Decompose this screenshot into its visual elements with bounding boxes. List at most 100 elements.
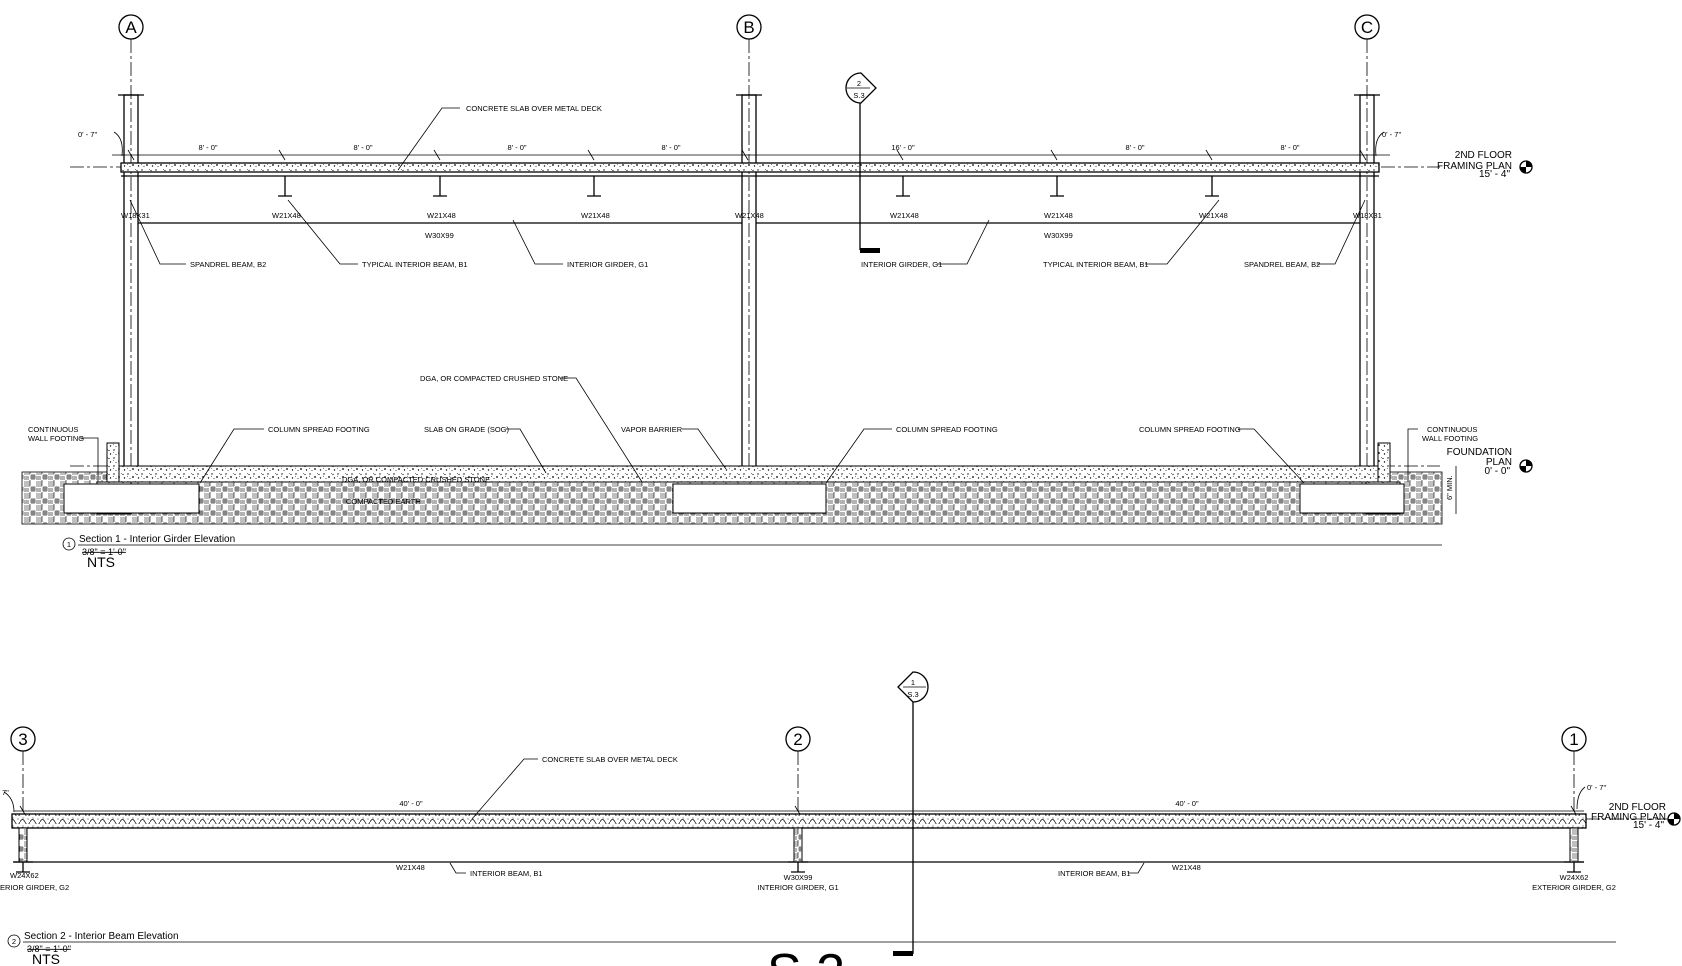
section-marker-1-sheet: S.3: [907, 690, 918, 699]
section-2-labels: CONCRETE SLAB OVER METAL DECK W24X62 ERI…: [0, 755, 1616, 892]
dim2-edge-right: 0' - 7": [1587, 783, 1606, 792]
section-2-title: Section 2 - Interior Beam Elevation: [24, 931, 179, 942]
dim-7: 8' - 0": [1280, 143, 1299, 152]
dim2-2: 40' - 0": [1175, 799, 1199, 808]
label-dga-inline: DGA, OR COMPACTED CRUSHED STONE: [342, 475, 490, 484]
label2-beam-tag-left: W21X48: [396, 863, 425, 872]
beam-tag-7: W21X48: [1199, 211, 1228, 220]
beam-tag-1: W21X48: [272, 211, 301, 220]
beam-tag-2: W21X48: [427, 211, 456, 220]
beam-tags: W18X31 W21X48 W21X48 W21X48 W21X48 W21X4…: [121, 211, 1382, 240]
label2-slab-deck: CONCRETE SLAB OVER METAL DECK: [542, 755, 678, 764]
sheet-number: S.2: [767, 944, 845, 966]
beam-tag-spandrel-right: W18X31: [1353, 211, 1382, 220]
label2-mid-name: INTERIOR GIRDER, G1: [757, 883, 838, 892]
label-min-depth: 6" MIN.: [1445, 475, 1454, 500]
level-2nd-floor-elev: 15' - 4": [1479, 169, 1510, 180]
label-dga: DGA, OR COMPACTED CRUSHED STONE: [420, 374, 568, 383]
section-1-nts: NTS: [87, 554, 115, 570]
label-column-footing-3: COLUMN SPREAD FOOTING: [1139, 425, 1241, 434]
section-1-title-block: 1 Section 1 - Interior Girder Elevation …: [62, 534, 1442, 570]
floor-slab-2: [11, 813, 1587, 829]
grid-label-1: 1: [1569, 730, 1578, 749]
section-1-scale: 3/8" = 1'-0": [82, 547, 126, 557]
level-marker-second-floor: 2ND FLOOR FRAMING PLAN 15' - 4": [1437, 150, 1533, 180]
beam-sections: [278, 176, 1219, 197]
section-marker-1: 1 S.3: [893, 671, 929, 956]
section-2-scale: 3/8" = 1'-0": [27, 944, 71, 954]
label-girder-left: INTERIOR GIRDER, G1: [567, 260, 648, 269]
label-typical-beam-left: TYPICAL INTERIOR BEAM, B1: [362, 260, 468, 269]
label-girder-right: INTERIOR GIRDER, G1: [861, 260, 942, 269]
dim-4: 8' - 0": [661, 143, 680, 152]
dim-3: 8' - 0": [507, 143, 526, 152]
beam-tag-6: W21X48: [1044, 211, 1073, 220]
dim-1: 8' - 0": [198, 143, 217, 152]
beam-tag-4: W21X48: [735, 211, 764, 220]
section-marker-1-number: 1: [911, 678, 915, 687]
section-2: 3 2 1 7" 40' - 0" 40' - 0" 0' - 7": [0, 671, 1681, 966]
floor-slab: [120, 162, 1380, 173]
girder-tag-left: W30X99: [425, 231, 454, 240]
dim-2: 8' - 0": [353, 143, 372, 152]
label2-beam-left: INTERIOR BEAM, B1: [470, 869, 543, 878]
dimension-string-2: 7" 40' - 0" 40' - 0" 0' - 7": [2, 783, 1606, 817]
beam-tag-spandrel-left: W18X31: [121, 211, 150, 220]
label-vapor-barrier: VAPOR BARRIER: [621, 425, 683, 434]
level-2nd-floor-line2: FRAMING PLAN: [1437, 161, 1512, 172]
girder-tag-right: W30X99: [1044, 231, 1073, 240]
grid-label-2: 2: [793, 730, 802, 749]
section-2-number: 2: [12, 937, 16, 946]
dim2-edge-left: 7": [2, 788, 9, 797]
dim2-1: 40' - 0": [399, 799, 423, 808]
dimension-string: 0' - 7" 8' - 0" 8' - 0" 8' - 0" 8' - 0" …: [78, 130, 1401, 161]
level-marker-second-floor-2: 2ND FLOOR FRAMING PLAN 15' - 4": [1591, 802, 1681, 831]
grid-bubble-b: B: [736, 14, 762, 520]
label-spandrel-right: SPANDREL BEAM, B2: [1244, 260, 1320, 269]
section-1-title: Section 1 - Interior Girder Elevation: [79, 534, 235, 545]
label2-mid-tag: W30X99: [784, 873, 813, 882]
label2-left-name: ERIOR GIRDER, G2: [0, 883, 69, 892]
level-foundation-line2: PLAN: [1486, 457, 1512, 468]
label-compacted-earth: COMPACTED EARTH: [346, 497, 421, 506]
section-1-number: 1: [67, 540, 71, 549]
section-2-title-block: 2 Section 2 - Interior Beam Elevation 3/…: [7, 931, 1616, 966]
label-cont-wall-left-1: CONTINUOUS: [28, 425, 78, 434]
label-cont-wall-right-2: WALL FOOTING: [1422, 434, 1478, 443]
grid-bubble-a: A: [118, 14, 144, 520]
label-slab-deck: CONCRETE SLAB OVER METAL DECK: [466, 104, 602, 113]
dim-edge-right: 0' - 7": [1382, 130, 1401, 139]
level-foundation-elev: 0' - 0": [1485, 466, 1511, 477]
upper-leaders: CONCRETE SLAB OVER METAL DECK SPANDREL B…: [129, 104, 1366, 269]
section-2-nts: NTS: [32, 951, 60, 966]
grid-label-b: B: [743, 18, 754, 37]
level-2nd-floor-line1: 2ND FLOOR: [1455, 150, 1512, 161]
label-column-footing-1: COLUMN SPREAD FOOTING: [268, 425, 370, 434]
grid-label-3: 3: [18, 730, 27, 749]
label-cont-wall-left-2: WALL FOOTING: [28, 434, 84, 443]
label2-left-tag: W24X62: [10, 871, 39, 880]
level2-2nd-floor-line2: FRAMING PLAN: [1591, 812, 1666, 823]
level-marker-foundation: FOUNDATION PLAN 0' - 0": [1447, 447, 1533, 477]
grid-label-a: A: [125, 18, 137, 37]
dim-5: 16' - 0": [891, 143, 915, 152]
dim-6: 8' - 0": [1125, 143, 1144, 152]
slab-on-grade: [109, 465, 1391, 483]
label2-beam-tag-right: W21X48: [1172, 863, 1201, 872]
section-marker-2-number: 2: [857, 79, 861, 88]
label2-right-name: EXTERIOR GIRDER, G2: [1532, 883, 1616, 892]
lower-leaders: DGA, OR COMPACTED CRUSHED STONE CONTINUO…: [28, 374, 1478, 514]
label-slab-on-grade: SLAB ON GRADE (SOG): [424, 425, 510, 434]
section-marker-2-sheet: S.3: [853, 91, 864, 100]
label-spandrel-left: SPANDREL BEAM, B2: [190, 260, 266, 269]
girder-sections-2: [13, 827, 1584, 873]
section-1: A B C: [21, 14, 1533, 570]
label-column-footing-2: COLUMN SPREAD FOOTING: [896, 425, 998, 434]
grid-bubble-c: C: [1354, 14, 1380, 520]
label2-beam-right: INTERIOR BEAM, B1: [1058, 869, 1131, 878]
level-foundation-line1: FOUNDATION: [1447, 447, 1512, 458]
grid-label-c: C: [1361, 18, 1373, 37]
level2-2nd-floor-line1: 2ND FLOOR: [1609, 802, 1666, 813]
level2-2nd-floor-elev: 15' - 4": [1633, 820, 1664, 831]
